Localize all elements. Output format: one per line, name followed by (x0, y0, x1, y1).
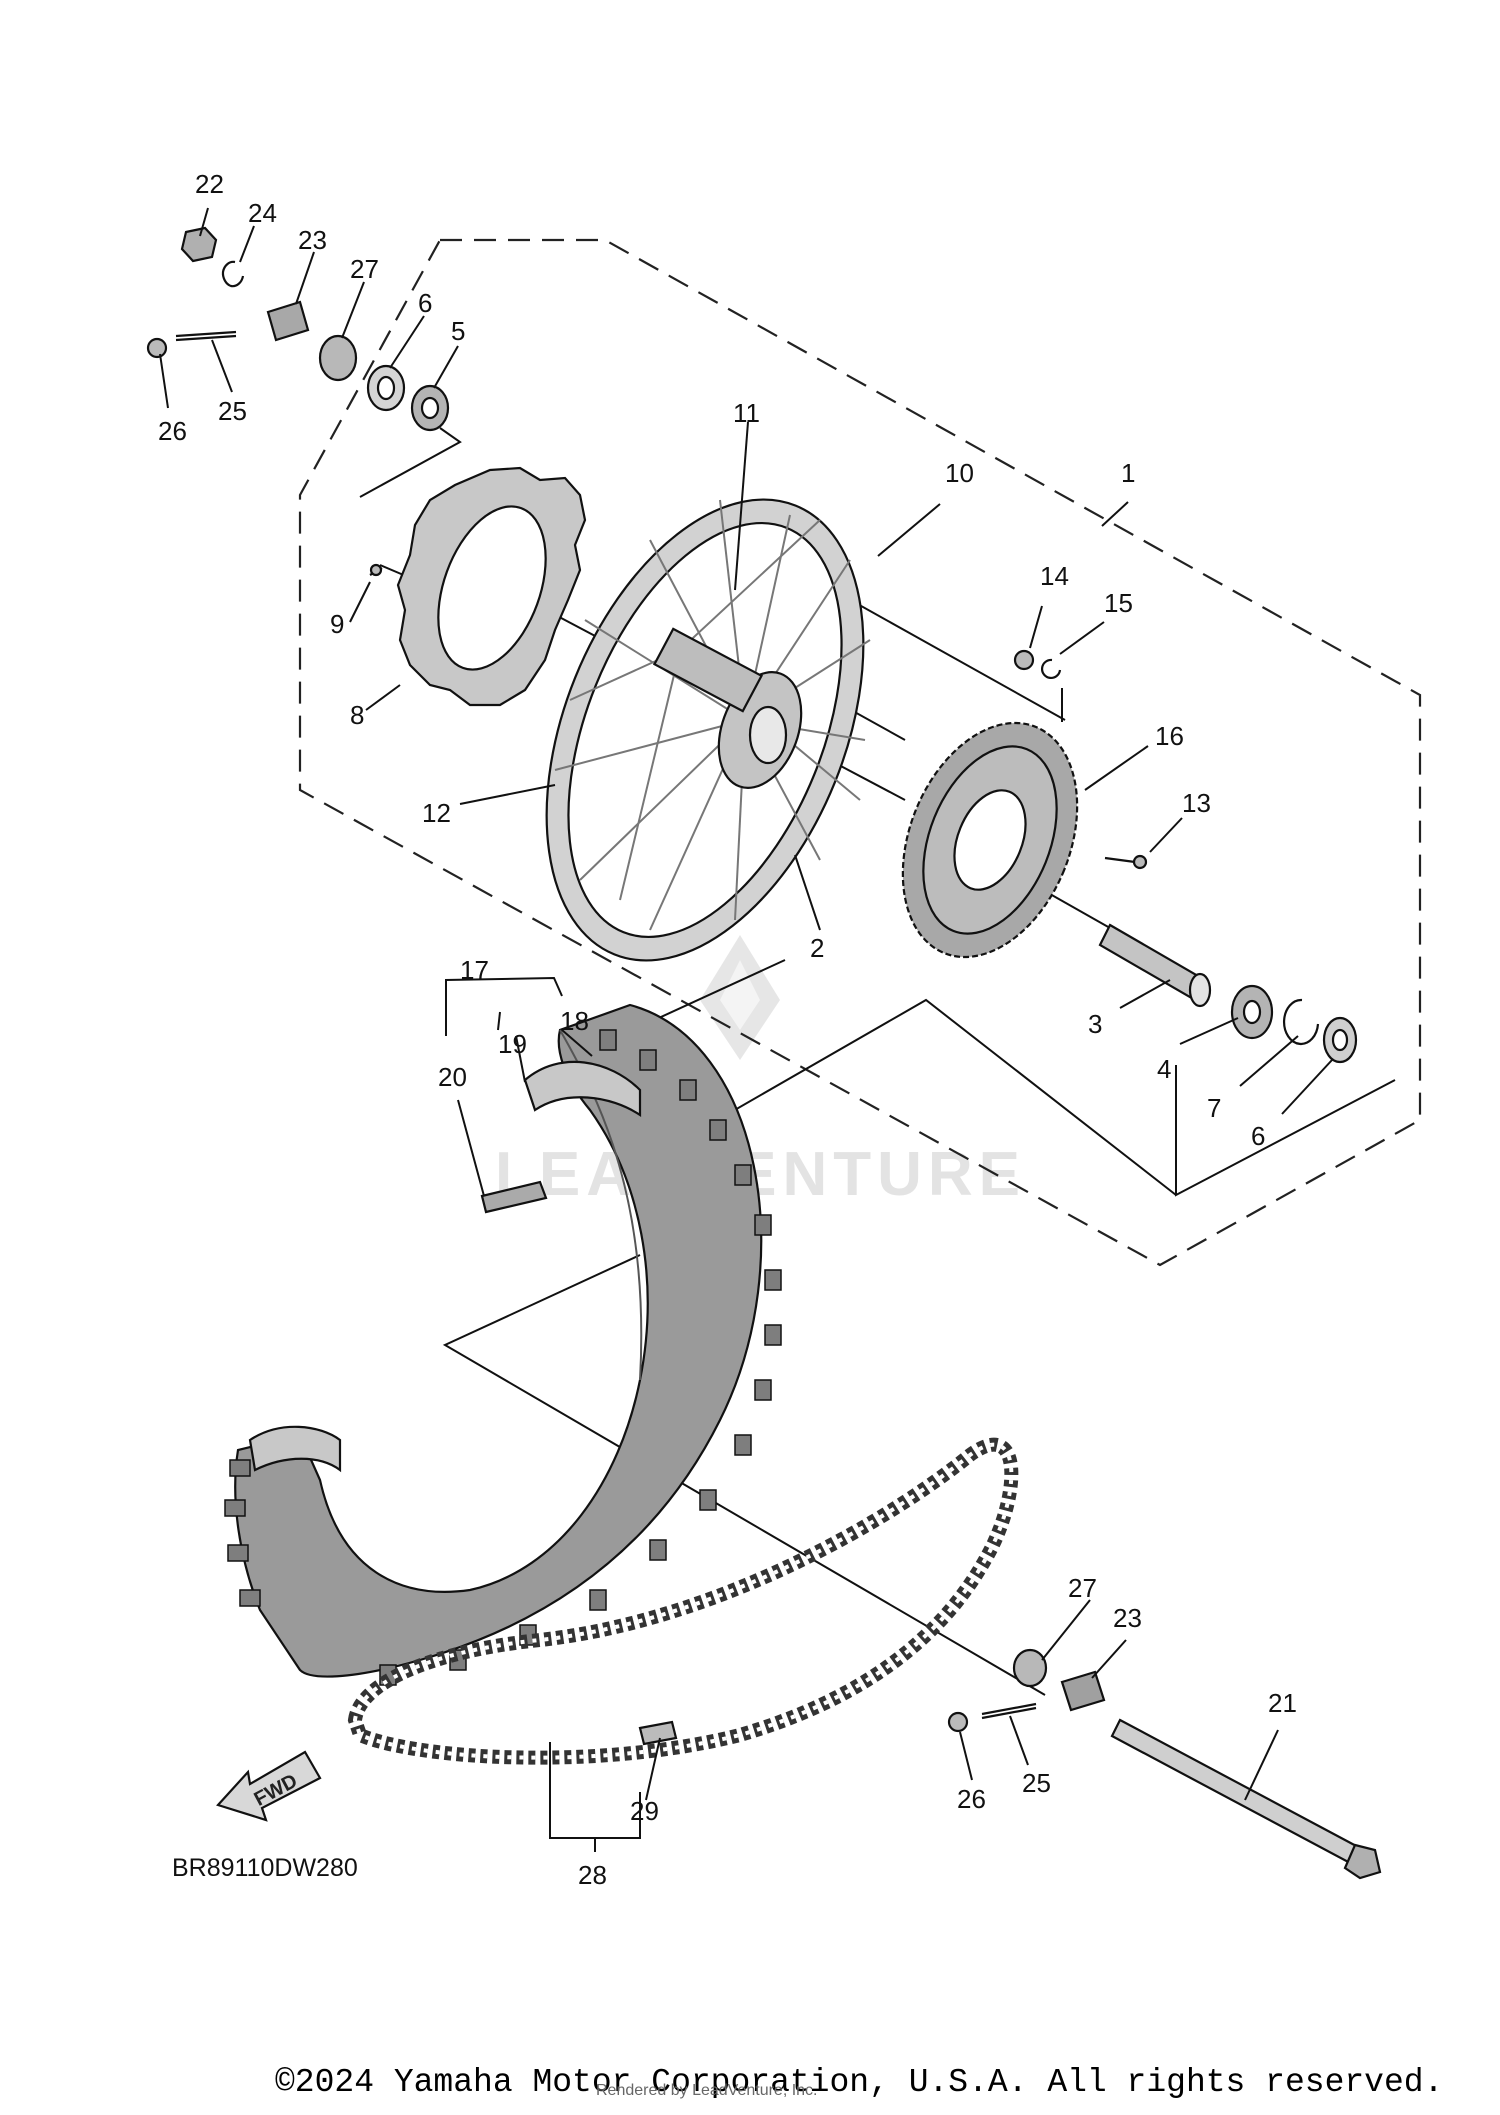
callout-labels: 22 24 23 27 6 5 26 25 1 11 10 9 8 12 2 1… (158, 169, 1297, 1890)
disc-bolt (369, 563, 383, 577)
callout-5: 5 (451, 316, 465, 346)
callout-14: 14 (1040, 561, 1069, 591)
callout-8: 8 (350, 700, 364, 730)
forward-direction-arrow: FWD (216, 1750, 322, 1822)
collar-bottom (1012, 1648, 1048, 1688)
rear-wheel (545, 498, 871, 962)
adjust-bolt-top (175, 330, 237, 342)
adjust-bolt-bottom (981, 1702, 1037, 1720)
chain-puller-top (266, 300, 310, 342)
callout-10: 10 (945, 458, 974, 488)
oil-seal-right (1322, 1016, 1358, 1064)
bearing-right (1230, 984, 1274, 1040)
wheel-axle (1110, 1718, 1382, 1880)
bearing-left (410, 384, 450, 432)
callout-26: 26 (158, 416, 187, 446)
washer-top (222, 260, 245, 287)
callout-25: 25 (218, 396, 247, 426)
callout-leaders (159, 207, 1333, 1852)
callout-12: 12 (422, 798, 451, 828)
callout-4: 4 (1157, 1054, 1171, 1084)
collar (1098, 923, 1212, 1008)
brake-disc (396, 466, 587, 707)
locknut-top (146, 337, 168, 359)
tire (224, 1003, 782, 1686)
callout-9: 9 (330, 609, 344, 639)
callout-26-bottom: 26 (957, 1784, 986, 1814)
callout-20: 20 (438, 1062, 467, 1092)
callout-1: 1 (1121, 458, 1135, 488)
callout-23: 23 (298, 225, 327, 255)
callout-15: 15 (1104, 588, 1133, 618)
diagram-code: BR89110DW280 (172, 1854, 358, 1882)
callout-29: 29 (630, 1796, 659, 1826)
collar-left (318, 334, 358, 382)
callout-6: 6 (418, 288, 432, 318)
wheel-assembly-boundary (298, 238, 1422, 1267)
callout-23-bottom: 23 (1113, 1603, 1142, 1633)
callout-27-bottom: 27 (1068, 1573, 1097, 1603)
callout-24: 24 (248, 198, 277, 228)
callout-16: 16 (1155, 721, 1184, 751)
drive-chain (347, 1437, 1019, 1765)
callout-6-right: 6 (1251, 1121, 1265, 1151)
rim-band (480, 1180, 548, 1214)
callout-17: 17 (460, 955, 489, 985)
callout-3: 3 (1088, 1009, 1102, 1039)
axle-nut-top (180, 226, 218, 263)
chain-puller-bottom (1060, 1670, 1106, 1712)
callout-7: 7 (1207, 1093, 1221, 1123)
watermark-text: LEADVENTURE (495, 1140, 1026, 1209)
callout-18: 18 (560, 1006, 589, 1036)
locknut-bottom (947, 1711, 969, 1733)
chain-joint (638, 1720, 678, 1746)
copyright-notice: ©2024 Yamaha Motor Corporation, U.S.A. A… (275, 2064, 1444, 2101)
callout-19: 19 (498, 1029, 527, 1059)
callout-28: 28 (578, 1860, 607, 1890)
circlip (1283, 998, 1320, 1045)
callout-25-bottom: 25 (1022, 1768, 1051, 1798)
oil-seal-left (366, 364, 406, 412)
callout-21: 21 (1268, 1688, 1297, 1718)
callout-2: 2 (810, 933, 824, 963)
callout-27: 27 (350, 254, 379, 284)
rear-sprocket (901, 721, 1079, 959)
callout-13: 13 (1182, 788, 1211, 818)
callout-11: 11 (733, 398, 760, 428)
render-credit: Rendered by LeadVenture, Inc. (596, 2082, 818, 2099)
sprocket-nut-washer (1013, 649, 1062, 680)
callout-22: 22 (195, 169, 224, 199)
sprocket-bolt (1104, 854, 1148, 870)
inner-tube (248, 1060, 642, 1473)
